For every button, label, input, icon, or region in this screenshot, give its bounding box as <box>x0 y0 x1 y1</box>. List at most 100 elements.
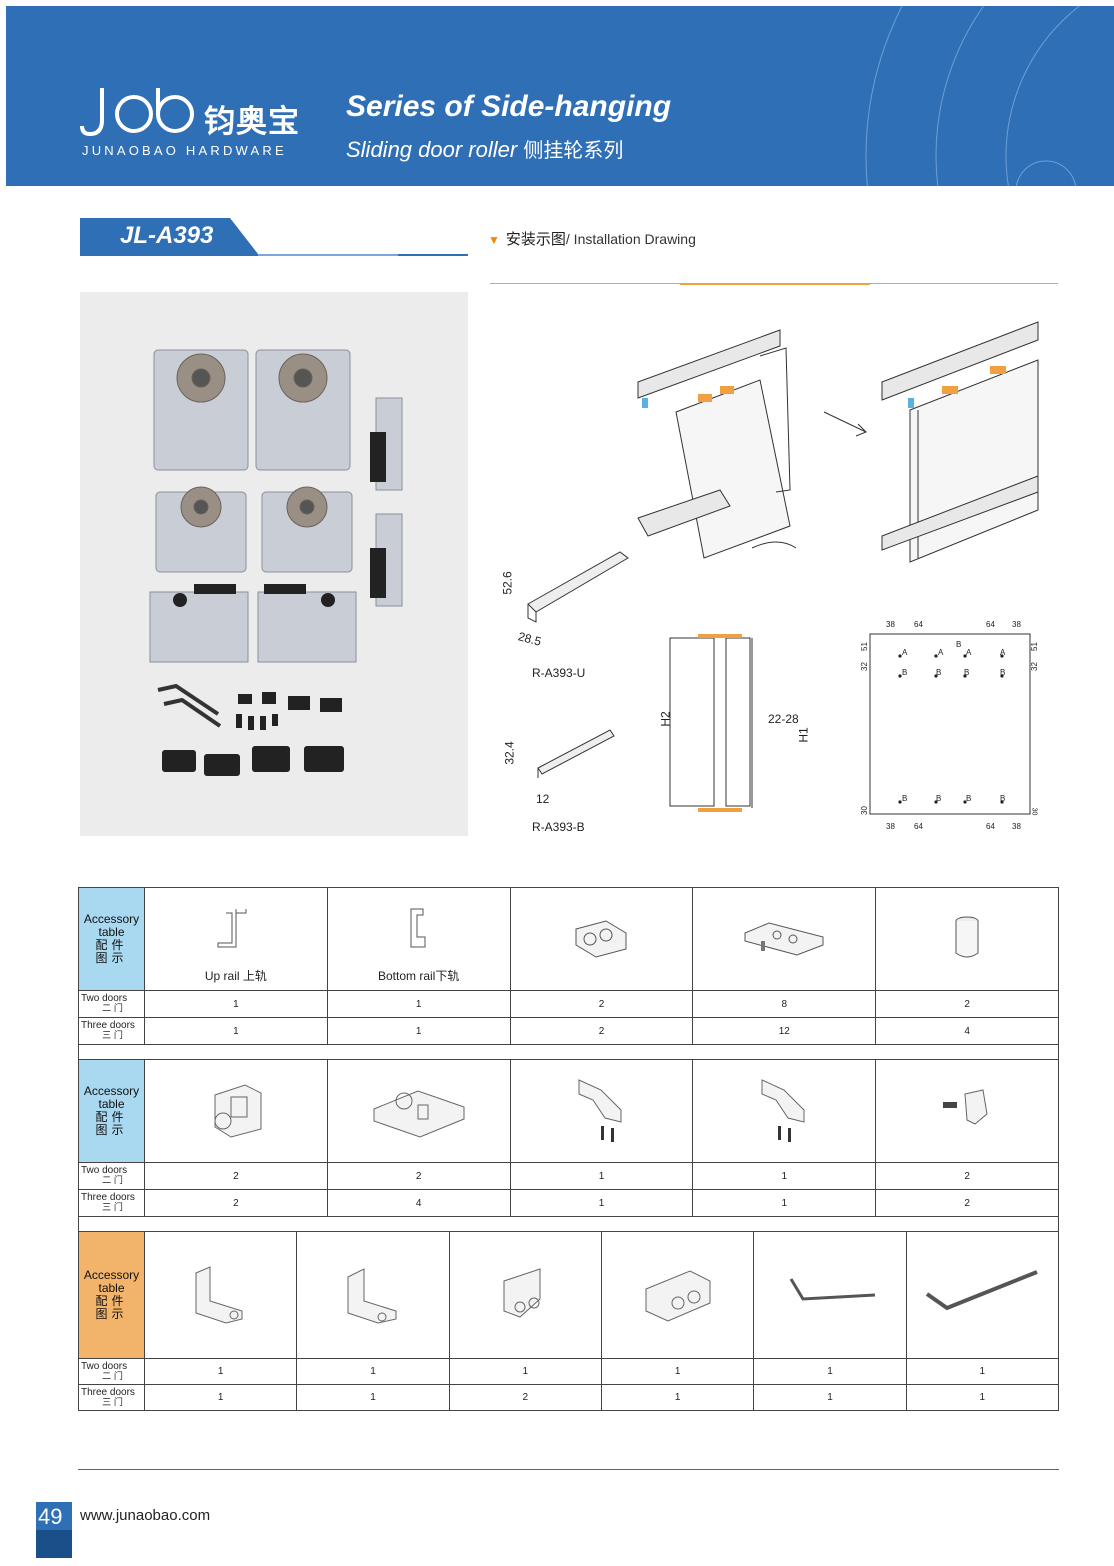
row-label-en: Two doors <box>81 993 128 1004</box>
qty-cell: 1 <box>753 1384 907 1411</box>
point-a-3: A <box>966 648 972 657</box>
qty-cell: 1 <box>692 1162 877 1190</box>
model-underline-accent <box>258 254 398 256</box>
point-b-1: B <box>902 668 908 677</box>
item-roller-plate <box>326 1059 511 1163</box>
qty-cell: 1 <box>296 1358 450 1385</box>
qty-cell: 2 <box>509 1017 694 1045</box>
qty-cell: 1 <box>143 1384 298 1411</box>
accessory-header-cell: Accessory table 配件 图示 <box>78 1231 145 1359</box>
installation-heading-en: / Installation Drawing <box>565 231 696 247</box>
clip-right-icon <box>761 1078 805 1142</box>
caption-cn: 上轨 <box>242 969 267 983</box>
point-b-4: B <box>1000 668 1006 677</box>
qty-cell: 12 <box>692 1017 877 1045</box>
row-label-cn: 二 门 <box>102 1176 123 1186</box>
model-tab: JL-A393 <box>80 218 258 254</box>
dim-bottom-3: 64 <box>986 822 995 831</box>
qty-cell: 1 <box>509 1189 694 1217</box>
point-b-8: B <box>1000 794 1006 803</box>
website-link[interactable]: www.junaobao.com <box>80 1507 211 1524</box>
side-dim-4: 32 <box>1029 662 1039 671</box>
point-a-2: A <box>938 648 944 657</box>
qty-cell: 2 <box>144 1189 328 1217</box>
hex-key-large-icon <box>926 1269 1039 1310</box>
row-label-cn: 三 门 <box>102 1031 123 1041</box>
point-a-1: A <box>902 648 908 657</box>
hex-key-small-icon <box>789 1277 876 1301</box>
installation-drawings: 52.6 28.5 R-A393-U 32.4 12 R-A393-B H2 2… <box>490 300 1060 845</box>
point-b-5: B <box>902 794 908 803</box>
bottom-rail-width: 12 <box>536 792 550 806</box>
point-a-4: A <box>1000 648 1006 657</box>
caption-cn: 下轨 <box>435 969 460 983</box>
bottom-rail-height: 32.4 <box>502 741 517 765</box>
triangle-down-icon: ▼ <box>488 233 500 247</box>
plate-block-icon <box>744 921 824 956</box>
accessory-header-cn2: 图示 <box>95 951 128 965</box>
qty-cell: 1 <box>143 1358 298 1385</box>
bottom-rail-icon <box>410 908 426 947</box>
clip-left-icon <box>578 1078 622 1142</box>
bracket-icon <box>503 1267 541 1318</box>
side-dim-1: 51 <box>859 642 869 651</box>
item-caption-bottom-rail: Bottom rail下轨 <box>328 967 510 984</box>
row-label-en: Three doors <box>81 1020 135 1031</box>
up-rail-icon <box>217 908 247 947</box>
dim-h2: H2 <box>658 711 673 727</box>
item-clip-right <box>692 1059 877 1163</box>
item-up-rail: Up rail 上轨 <box>144 887 328 991</box>
bracket-icon <box>195 1265 243 1324</box>
brand-logo-icon <box>80 88 194 137</box>
installation-diagram <box>527 321 1039 815</box>
bracket-icon <box>645 1269 711 1322</box>
item-cylinder <box>875 887 1059 991</box>
accessory-header-cn2: 图示 <box>95 1123 128 1137</box>
caption-en: Bottom rail <box>378 969 436 983</box>
roller-plate-icon <box>373 1089 465 1138</box>
dim-h1: H1 <box>796 727 811 743</box>
row-label-en: Two doors <box>81 1360 128 1372</box>
row-label-en: Three doors <box>81 1192 135 1203</box>
item-stopper-screw <box>875 1059 1059 1163</box>
side-dim-bottom-2: 30 <box>1030 807 1038 816</box>
qty-cell: 1 <box>905 1358 1060 1385</box>
double-block-icon <box>575 919 627 958</box>
item-hex-key-large <box>905 1231 1060 1359</box>
dim-bottom-2: 64 <box>914 822 923 831</box>
brand-name-cn: 钧奥宝 <box>204 104 300 140</box>
dim-bottom-1: 38 <box>886 822 895 831</box>
row-label-cn: 三 门 <box>102 1397 123 1408</box>
row-label-en: Two doors <box>81 1165 128 1176</box>
stopper-screw-icon <box>943 1088 988 1125</box>
qty-cell: 1 <box>600 1358 755 1385</box>
installation-heading: ▼安装示图/ Installation Drawing <box>488 228 696 249</box>
item-bracket-3 <box>448 1231 602 1359</box>
qty-cell: 2 <box>509 990 694 1018</box>
series-title: Series of Side-hanging <box>346 90 672 123</box>
table-separator <box>78 1217 1059 1231</box>
up-rail-height: 52.6 <box>500 571 515 595</box>
product-photo <box>80 292 468 836</box>
qty-cell: 2 <box>144 1162 328 1190</box>
side-dim-2: 32 <box>859 662 869 671</box>
qty-cell: 1 <box>326 1017 511 1045</box>
accessory-header-cell: Accessory table 配件 图示 <box>78 1059 145 1163</box>
up-rail-code: R-A393-U <box>532 666 586 680</box>
model-name: JL-A393 <box>120 222 214 249</box>
accessory-header-en: Accessory table <box>83 912 140 939</box>
brand-name-en: JUNAOBAO HARDWARE <box>82 143 287 158</box>
point-b-2: B <box>936 668 942 677</box>
item-roller-carriage <box>144 1059 328 1163</box>
qty-cell: 1 <box>144 990 328 1018</box>
point-b-6: B <box>936 794 942 803</box>
qty-cell: 1 <box>905 1384 1060 1411</box>
item-double-block <box>509 887 694 991</box>
dim-bottom-4: 38 <box>1012 822 1021 831</box>
row-label-cn: 二 门 <box>102 1371 123 1382</box>
qty-cell: 1 <box>296 1384 450 1411</box>
